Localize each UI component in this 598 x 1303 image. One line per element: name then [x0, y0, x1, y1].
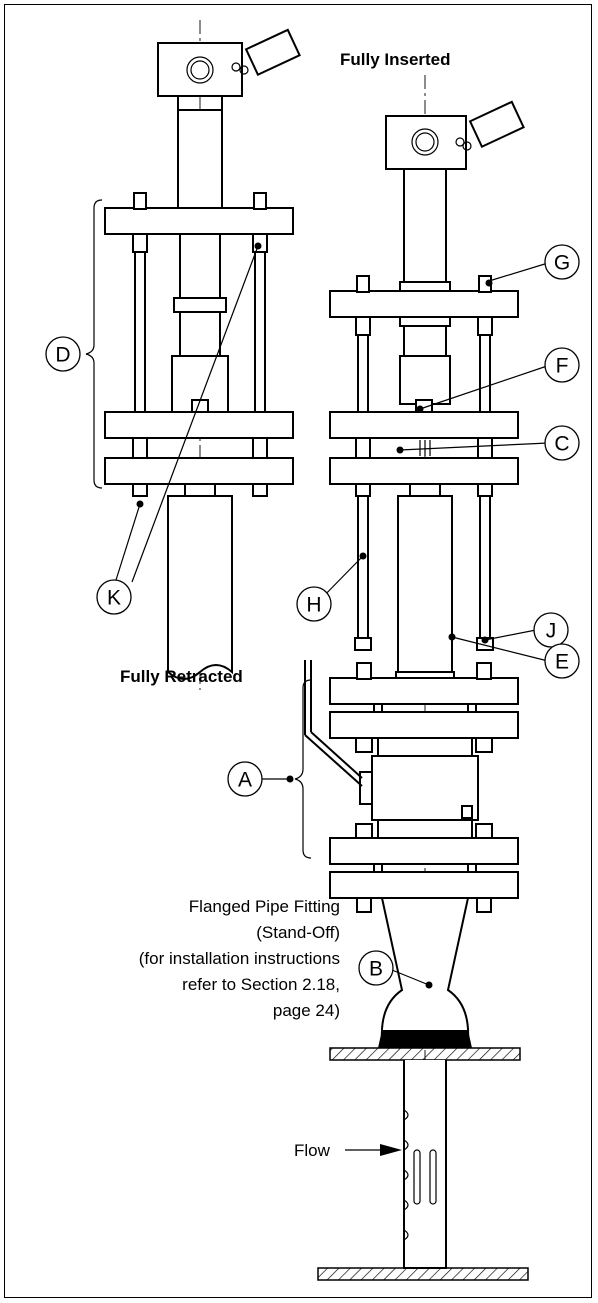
svg-text:H: H [306, 594, 321, 617]
svg-text:(Stand-Off): (Stand-Off) [256, 923, 340, 942]
callout-c: C [544, 425, 580, 461]
bracket-a [294, 679, 312, 859]
svg-text:page 24): page 24) [273, 1001, 340, 1020]
svg-text:B: B [369, 958, 383, 981]
fully-inserted-label: Fully Inserted [340, 50, 451, 69]
callout-g: G [544, 244, 580, 280]
flanged-pipe-fitting-label: Flanged Pipe Fitting (Stand-Off) (for in… [139, 897, 340, 1020]
callout-a: A [227, 761, 263, 797]
bracket-d [85, 199, 103, 489]
svg-text:A: A [238, 769, 252, 792]
svg-text:J: J [546, 620, 557, 643]
callout-d: D [45, 336, 81, 372]
callout-h: H [296, 586, 332, 622]
svg-text:E: E [555, 651, 569, 674]
inserted-assembly [304, 75, 529, 1281]
svg-text:D: D [55, 344, 70, 367]
callout-f: F [544, 347, 580, 383]
callout-b: B [358, 950, 394, 986]
svg-text:(for installation instructions: (for installation instructions [139, 949, 340, 968]
svg-text:F: F [556, 355, 569, 378]
flow-label: Flow [294, 1141, 331, 1160]
retracted-assembly [104, 20, 301, 690]
callout-k: K [96, 579, 132, 615]
svg-text:K: K [107, 587, 121, 610]
svg-text:refer to Section 2.18,: refer to Section 2.18, [182, 975, 340, 994]
callout-j: J [533, 612, 569, 648]
fully-retracted-label: Fully Retracted [120, 667, 243, 686]
svg-text:C: C [554, 433, 569, 456]
diagram-frame [4, 4, 592, 1298]
callout-e: E [544, 643, 580, 679]
svg-text:G: G [554, 252, 570, 275]
svg-text:Flanged Pipe Fitting: Flanged Pipe Fitting [189, 897, 340, 916]
